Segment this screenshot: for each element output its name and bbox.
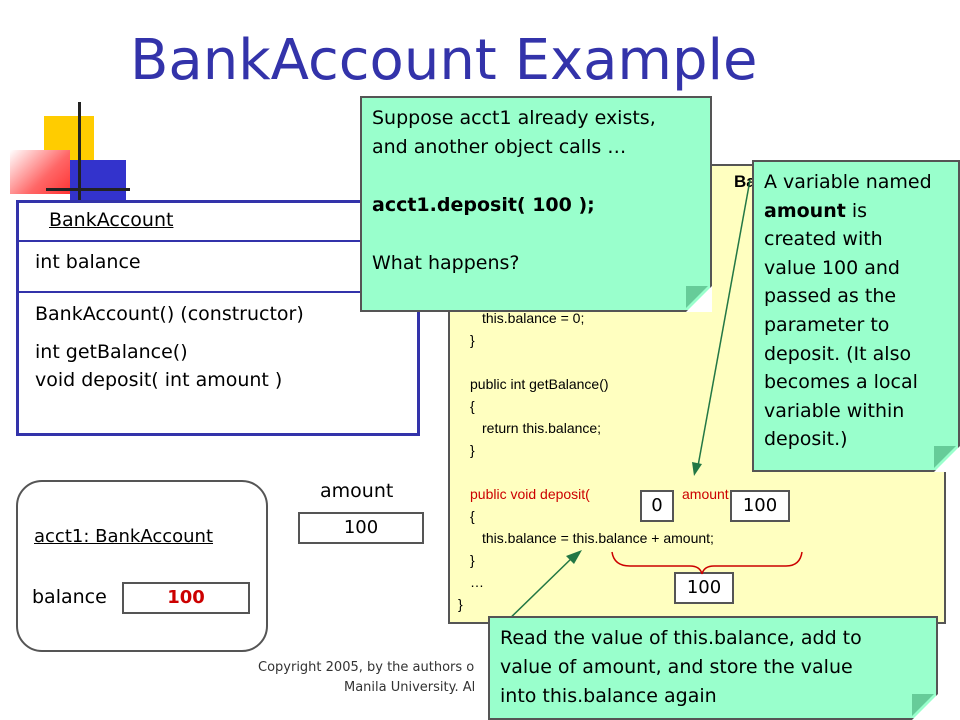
callout-parameter-line10: deposit.)	[764, 428, 848, 451]
horizontal-line	[46, 188, 130, 191]
amount-value-box: 100	[298, 512, 424, 544]
callout-parameter-line4: value 100 and	[764, 256, 900, 279]
callout-scenario-line3: acct1.deposit( 100 );	[372, 194, 595, 216]
amount-label: amount	[320, 480, 394, 502]
uml-divider-top	[19, 240, 417, 242]
code-line: }	[458, 596, 463, 612]
eval-left-value: 0	[640, 490, 674, 522]
code-line: …	[470, 574, 484, 590]
object-instance-box: acct1: BankAccount balance 100	[16, 480, 268, 652]
uml-method-getbalance: int getBalance()	[35, 341, 188, 363]
slide-title: BankAccount Example	[130, 28, 758, 93]
code-line-deposit-param: amount	[682, 486, 729, 502]
uml-constructor: BankAccount() (constructor)	[35, 303, 304, 325]
callout-parameter-line1: A variable named	[764, 171, 932, 193]
decorative-squares	[10, 102, 130, 212]
callout-parameter-line3: created with	[764, 228, 883, 251]
code-line: this.balance = 0;	[482, 310, 585, 326]
eval-right-value: 100	[730, 490, 790, 522]
vertical-line	[78, 102, 81, 206]
callout-parameter-line6: parameter to	[764, 313, 890, 336]
uml-class-name: BankAccount	[49, 209, 174, 231]
object-name: acct1: BankAccount	[34, 526, 214, 547]
code-line-deposit-body: this.balance = this.balance + amount;	[482, 530, 714, 546]
code-line: public int getBalance()	[470, 376, 609, 392]
arrowhead-right-callout	[692, 462, 702, 476]
object-field-label: balance	[32, 586, 107, 608]
code-header: Ba	[734, 172, 756, 191]
code-line: }	[470, 332, 475, 348]
copyright-line2: Manila University. Al	[344, 680, 476, 695]
callout-parameter-line8: becomes a local	[764, 371, 918, 394]
callout-parameter: A variable named amount is created with …	[752, 160, 960, 472]
uml-class-box: BankAccount int balance BankAccount() (c…	[16, 200, 420, 436]
code-line: }	[470, 552, 475, 568]
callout-parameter-line2: amount is	[764, 197, 948, 226]
callout-scenario-line4: What happens?	[372, 252, 520, 274]
callout-scenario: Suppose acct1 already exists, and anothe…	[360, 96, 712, 312]
uml-method-deposit: void deposit( int amount )	[35, 369, 283, 391]
uml-divider-bottom	[19, 291, 417, 293]
eval-sum-value: 100	[674, 572, 734, 604]
arrowhead-bottom-callout	[566, 550, 582, 564]
copyright-line1: Copyright 2005, by the authors o	[258, 660, 475, 675]
callout-parameter-line9: variable within	[764, 399, 905, 422]
callout-parameter-amount: amount	[764, 199, 846, 222]
callout-parameter-line5: passed as the	[764, 285, 897, 308]
callout-parameter-is: is	[845, 199, 868, 222]
callout-assignment: Read the value of this.balance, add to v…	[488, 616, 938, 720]
red-gradient-square	[10, 150, 70, 194]
callout-assignment-line3: into this.balance again	[500, 685, 717, 707]
object-field-value: 100	[122, 582, 250, 614]
callout-scenario-line1: Suppose acct1 already exists,	[372, 107, 656, 129]
callout-assignment-line2: value of amount, and store the value	[500, 656, 853, 678]
code-line: }	[470, 442, 475, 458]
callout-assignment-line1: Read the value of this.balance, add to	[500, 627, 862, 649]
uml-attribute: int balance	[35, 251, 141, 273]
arrow-right-callout	[697, 179, 751, 467]
code-line: {	[470, 398, 475, 414]
code-line: return this.balance;	[482, 420, 602, 436]
callout-scenario-line2: and another object calls …	[372, 136, 627, 158]
callout-parameter-line7: deposit. (It also	[764, 342, 912, 365]
code-line-deposit-signature: public void deposit(	[470, 486, 590, 502]
sum-brace	[611, 551, 803, 575]
code-line: {	[470, 508, 475, 524]
